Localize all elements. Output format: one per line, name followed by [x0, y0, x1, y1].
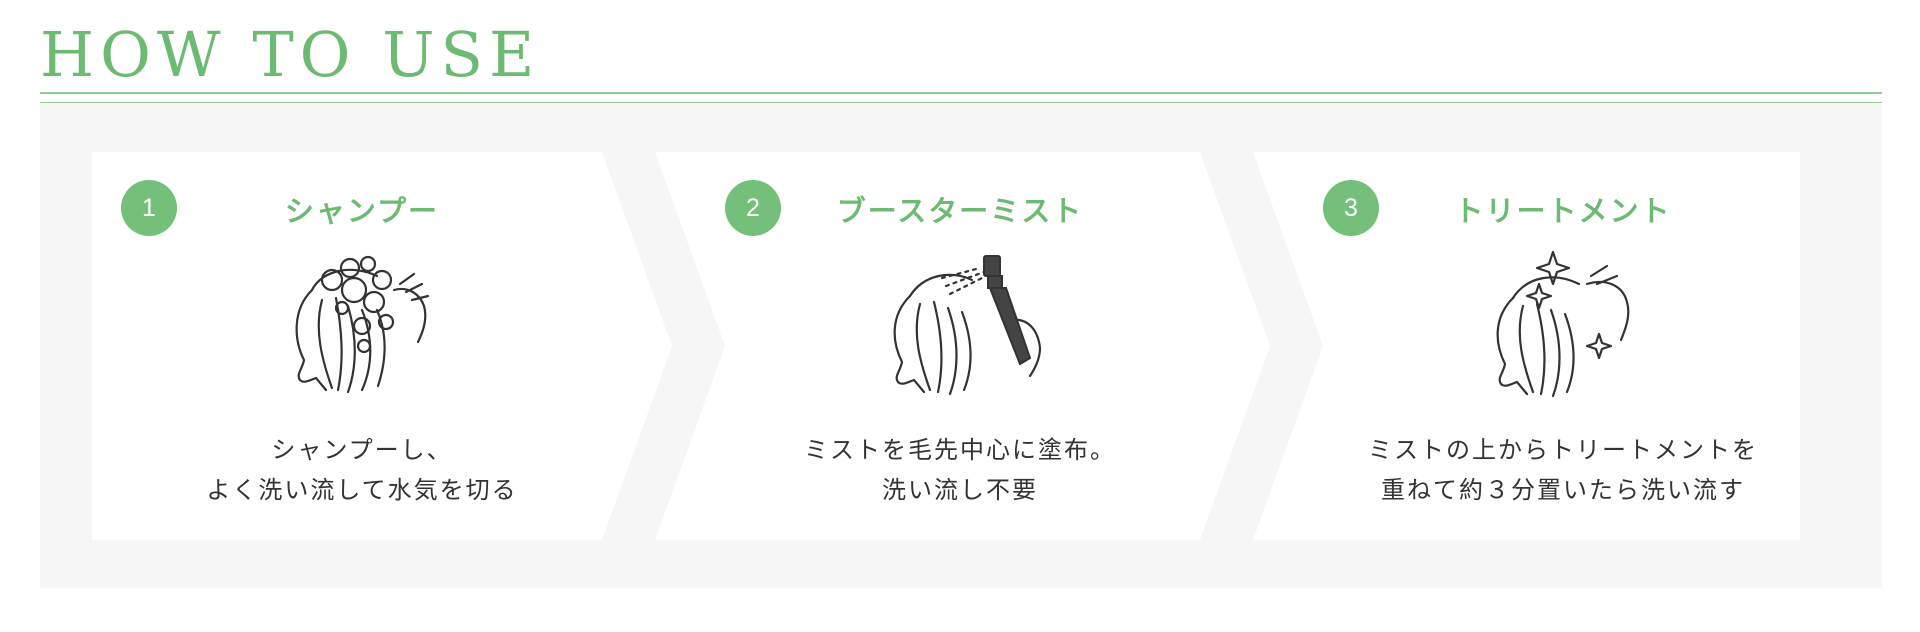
step-description: シャンプーし、 よく洗い流して水気を切る: [92, 430, 632, 510]
step-description: ミストを毛先中心に塗布。 洗い流し不要: [690, 430, 1230, 510]
step-number-badge: 1: [121, 180, 177, 236]
step-number-badge: 2: [725, 180, 781, 236]
step-description-line: 重ねて約３分置いたら洗い流す: [1381, 476, 1745, 504]
steps-panel: 1 シャンプー シャンプーし、 よく洗い流して水気を切る: [40, 104, 1882, 588]
step-description-line: ミストを毛先中心に塗布。: [804, 436, 1116, 464]
step-description-line: シャンプーし、: [271, 436, 453, 464]
step-description: ミストの上からトリートメントを 重ねて約３分置いたら洗い流す: [1293, 430, 1833, 510]
step-card-background: [92, 152, 672, 540]
title-underline-thin: [40, 102, 1882, 103]
step-description-line: よく洗い流して水気を切る: [206, 476, 518, 504]
step-number-badge: 3: [1323, 180, 1379, 236]
shampoo-icon: [295, 255, 430, 394]
step-card-background: [655, 152, 1270, 540]
treatment-sparkle-icon: [1496, 250, 1630, 398]
step-title: トリートメント: [1454, 194, 1672, 228]
step-description-line: 洗い流し不要: [882, 476, 1038, 504]
step-title: ブースターミスト: [836, 194, 1084, 228]
step-description-line: ミストの上からトリートメントを: [1368, 436, 1758, 464]
step-card-2: 2 ブースターミスト ミストを毛先中心に塗布。 洗い流し不要: [655, 152, 1270, 540]
mist-spray-icon: [893, 255, 1042, 396]
page-title: HOW TO USE: [40, 18, 541, 91]
step-title: シャンプー: [284, 194, 440, 228]
step-card-3: 3 トリートメント ミストの上からトリートメントを 重ねて約３分置いたら洗い流す: [1253, 152, 1800, 540]
step-card-background: [1253, 152, 1800, 540]
step-card-1: 1 シャンプー シャンプーし、 よく洗い流して水気を切る: [92, 152, 672, 540]
title-underline: [40, 92, 1882, 94]
